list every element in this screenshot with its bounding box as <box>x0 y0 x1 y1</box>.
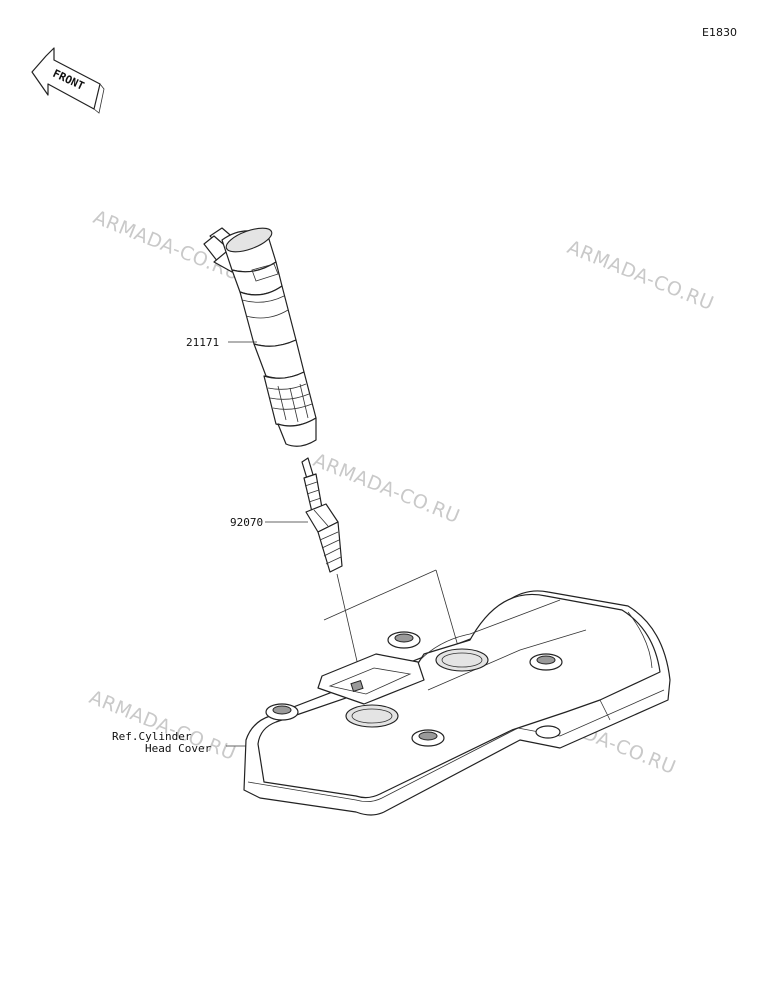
cylinder-head-cover-icon <box>243 590 671 816</box>
front-arrow-icon: FRONT <box>31 47 105 114</box>
plug-hole <box>345 704 399 728</box>
plug-hole <box>435 648 489 672</box>
reference-label: Ref.Cylinder <box>112 730 192 743</box>
part-number-label: 92070 <box>230 516 263 529</box>
diagram-code: E1830 <box>702 26 737 39</box>
watermark-text: ARMADA-CO.RU <box>564 236 717 315</box>
reference-label: Head Cover <box>145 742 212 755</box>
part-number-label: 21171 <box>186 336 219 349</box>
spark-plug-icon <box>301 457 343 573</box>
ignition-coil-icon <box>203 227 317 447</box>
